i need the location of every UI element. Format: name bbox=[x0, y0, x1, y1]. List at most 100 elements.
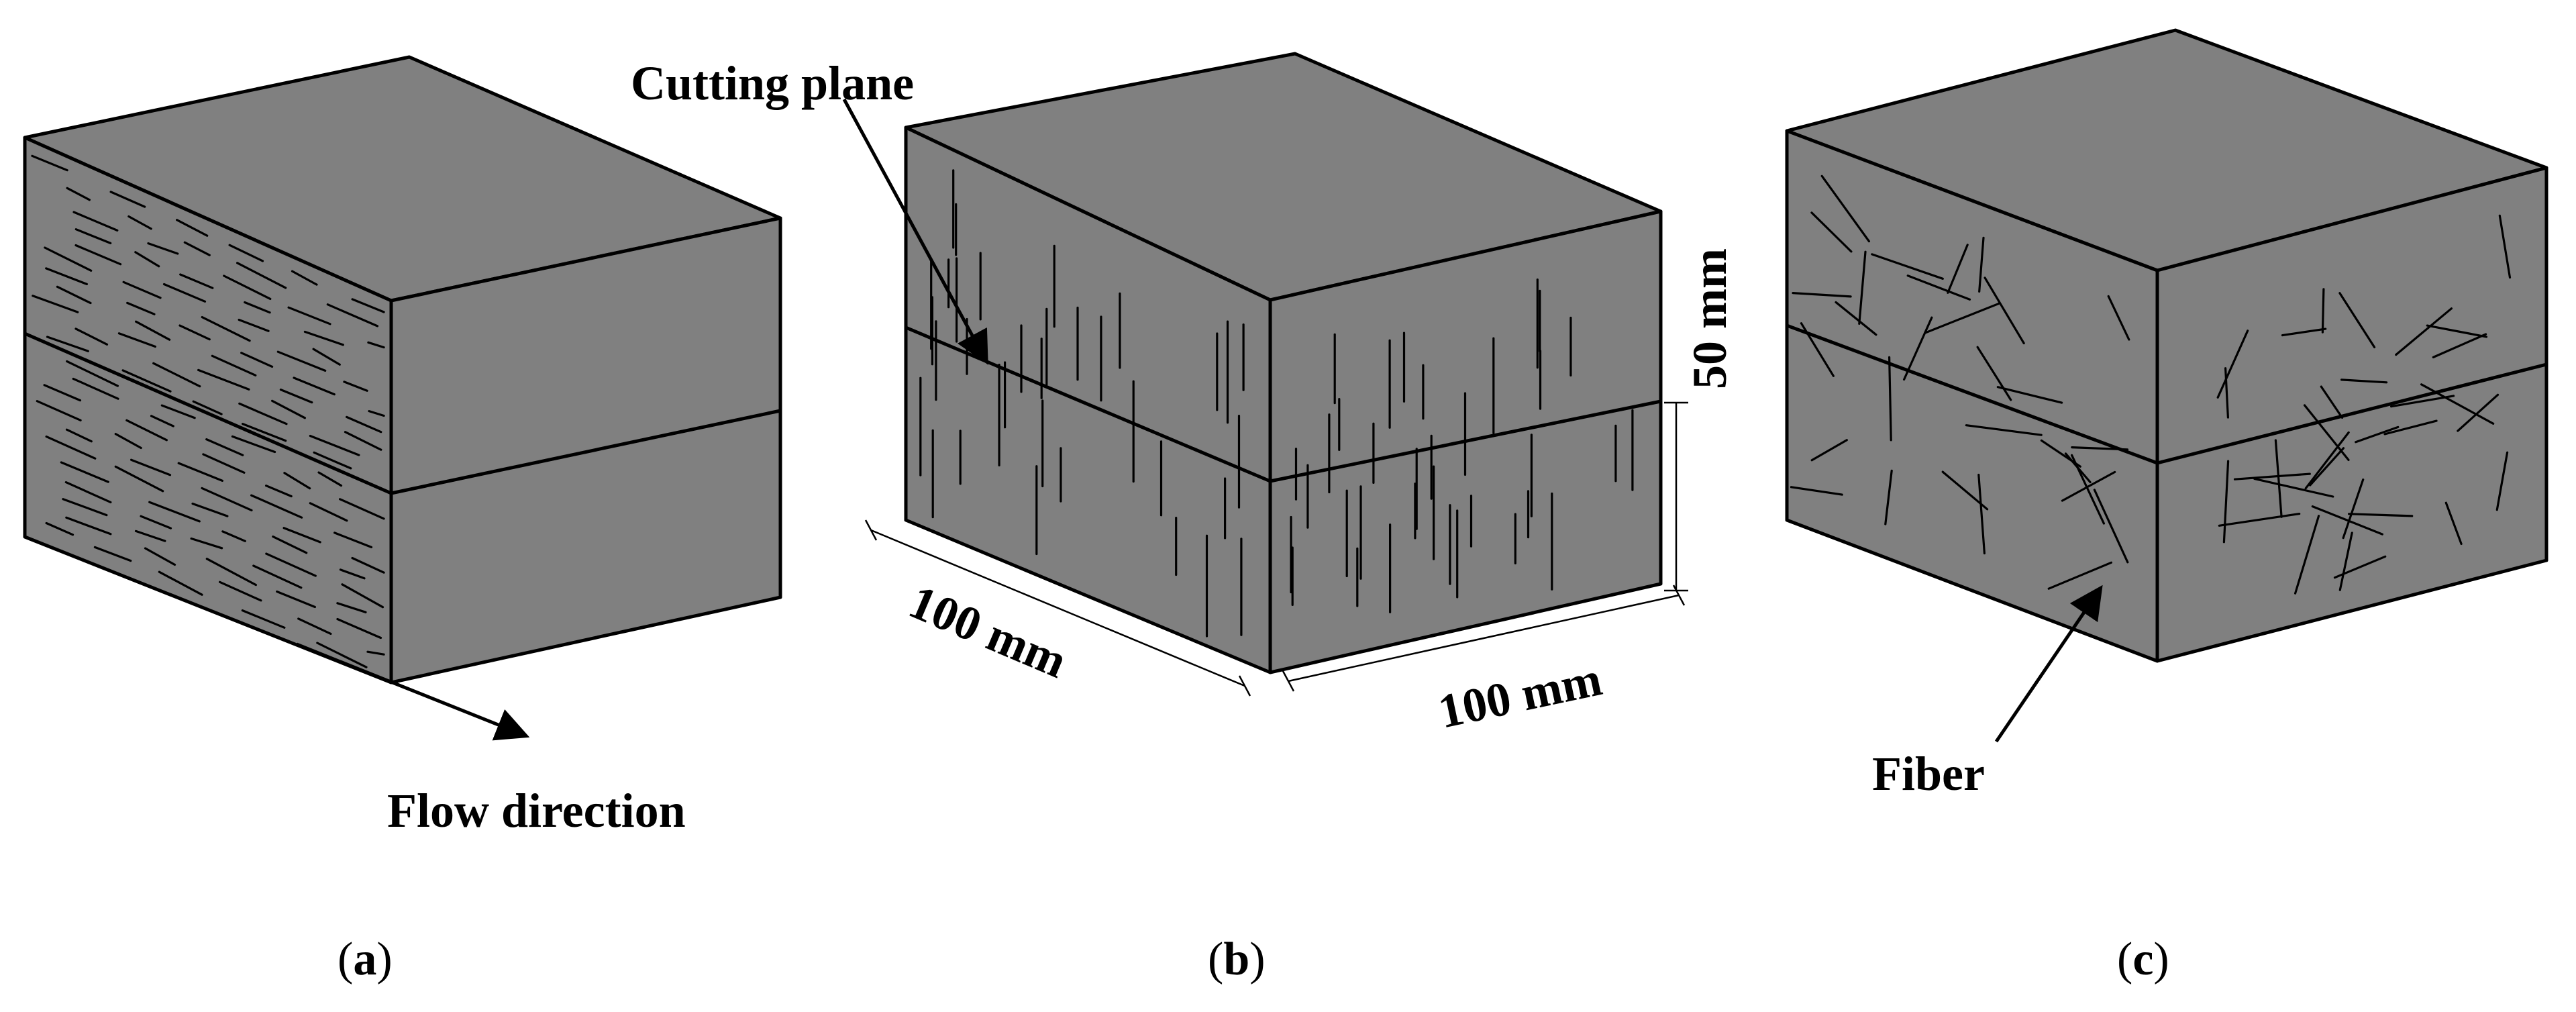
fiber-stroke bbox=[45, 267, 88, 285]
fiber-stroke bbox=[2253, 477, 2334, 498]
fiber-stroke bbox=[74, 244, 122, 266]
fiber-stroke bbox=[2061, 470, 2116, 502]
fiber-stroke bbox=[144, 547, 176, 566]
fiber-stroke bbox=[2348, 513, 2414, 517]
fiber-stroke bbox=[240, 352, 274, 368]
fiber-stroke bbox=[160, 404, 196, 419]
fiber-stroke bbox=[366, 650, 385, 656]
fiber-stroke bbox=[2294, 515, 2320, 595]
flow-direction-arrow bbox=[296, 642, 530, 741]
fiber-stroke bbox=[72, 377, 119, 400]
fiber-stroke bbox=[250, 494, 303, 519]
fiber-stroke bbox=[236, 262, 287, 289]
fiber-stroke bbox=[150, 415, 174, 427]
fiber-stroke bbox=[2216, 330, 2249, 399]
fiber-stroke bbox=[202, 453, 246, 474]
fiber-stroke bbox=[191, 502, 229, 517]
fiber-stroke bbox=[211, 354, 257, 376]
fiber-stroke bbox=[32, 295, 79, 313]
block-a-cut-line-right bbox=[391, 409, 781, 495]
fiber-stroke bbox=[228, 244, 264, 262]
fiber-stroke bbox=[2426, 324, 2488, 338]
fiber-stroke bbox=[2218, 512, 2301, 527]
fiber-stroke bbox=[205, 438, 244, 456]
fiber-stroke bbox=[1888, 356, 1892, 442]
fiber-stroke bbox=[1810, 439, 1848, 462]
fiber-stroke bbox=[2311, 505, 2383, 536]
fiber-stroke bbox=[368, 409, 385, 417]
fiber-stroke bbox=[221, 530, 246, 542]
fiber-stroke bbox=[2342, 478, 2365, 540]
fiber-stroke bbox=[2107, 295, 2130, 341]
fiber-stroke bbox=[336, 617, 382, 640]
fiber-stroke bbox=[265, 552, 317, 577]
dimension-width-label: 100 mm bbox=[1434, 652, 1606, 738]
fiber-stroke bbox=[317, 471, 343, 487]
panel-c: Fiber (c) bbox=[1785, 28, 2548, 985]
fiber-stroke bbox=[45, 435, 97, 460]
dimension-height-label: 50 mm bbox=[1683, 248, 1737, 389]
fiber-stroke bbox=[140, 515, 172, 529]
fiber-stroke bbox=[201, 316, 251, 342]
fiber-stroke bbox=[1977, 473, 1986, 555]
block-c-cut-line-right bbox=[2157, 362, 2547, 465]
fiber-stroke bbox=[2224, 367, 2229, 419]
dimension-height: 50 mm bbox=[1664, 248, 1737, 592]
fiber-stroke bbox=[66, 360, 119, 387]
block-c bbox=[1785, 28, 2548, 663]
block-b bbox=[904, 52, 1663, 674]
fiber-stroke bbox=[1871, 253, 1944, 280]
fiber-stroke bbox=[244, 301, 271, 314]
fiber-stroke bbox=[183, 241, 211, 256]
fiber-stroke bbox=[74, 228, 112, 244]
fiber-stroke bbox=[1906, 274, 1971, 301]
fiber-stroke bbox=[309, 434, 360, 456]
caption-b: (b) bbox=[1208, 933, 1266, 985]
fiber-stroke bbox=[336, 602, 367, 613]
fiber-stroke bbox=[158, 570, 203, 596]
fiber-stroke bbox=[313, 451, 352, 470]
fiber-stroke bbox=[125, 419, 168, 442]
panel-b: Cutting plane 50 mm 100 mm 100 mm (b) bbox=[631, 52, 1737, 985]
fiber-stroke bbox=[1924, 302, 2000, 334]
fiber-arrow bbox=[1994, 585, 2103, 743]
fiber-stroke bbox=[192, 400, 223, 415]
fiber-stroke bbox=[65, 428, 93, 443]
fiber-stroke bbox=[2320, 385, 2344, 419]
fiber-stroke bbox=[276, 350, 327, 372]
fiber-stroke bbox=[74, 327, 109, 346]
fiber-stroke bbox=[303, 330, 344, 346]
fiber-stroke bbox=[148, 501, 201, 523]
fiber-stroke bbox=[2355, 425, 2400, 444]
fiber-stroke bbox=[178, 324, 211, 341]
fiber-stroke bbox=[283, 472, 311, 490]
fiber-stroke bbox=[134, 529, 166, 542]
fiber-stroke bbox=[60, 461, 109, 483]
fiber-stroke bbox=[135, 320, 171, 341]
fiber-stroke bbox=[43, 384, 82, 402]
fiber-stroke bbox=[293, 376, 336, 396]
fiber-stroke bbox=[121, 369, 172, 393]
fiber-stroke bbox=[190, 537, 223, 550]
block-c-cut-line-left bbox=[1786, 323, 2158, 465]
fiber-stroke bbox=[241, 609, 286, 629]
caption-a: (a) bbox=[338, 933, 393, 985]
fiber-stroke bbox=[162, 283, 207, 303]
fiber-stroke bbox=[2274, 439, 2283, 518]
block-a-cut-line-left bbox=[24, 332, 392, 495]
fibers-a bbox=[31, 154, 385, 668]
fiber-stroke bbox=[176, 219, 209, 237]
fiber-stroke bbox=[117, 332, 156, 348]
fiber-stroke bbox=[291, 270, 318, 286]
fiber-stroke bbox=[345, 415, 382, 434]
fiber-stroke bbox=[238, 318, 270, 332]
fiber-stroke bbox=[56, 285, 92, 305]
caption-c: (c) bbox=[2117, 933, 2169, 985]
fiber-stroke bbox=[46, 336, 89, 352]
fiber-stroke bbox=[201, 487, 253, 512]
fiber-stroke bbox=[1790, 486, 1843, 496]
fiber-stroke bbox=[152, 362, 201, 388]
dimension-length-label: 100 mm bbox=[902, 574, 1075, 689]
fiber-stroke bbox=[309, 502, 348, 522]
